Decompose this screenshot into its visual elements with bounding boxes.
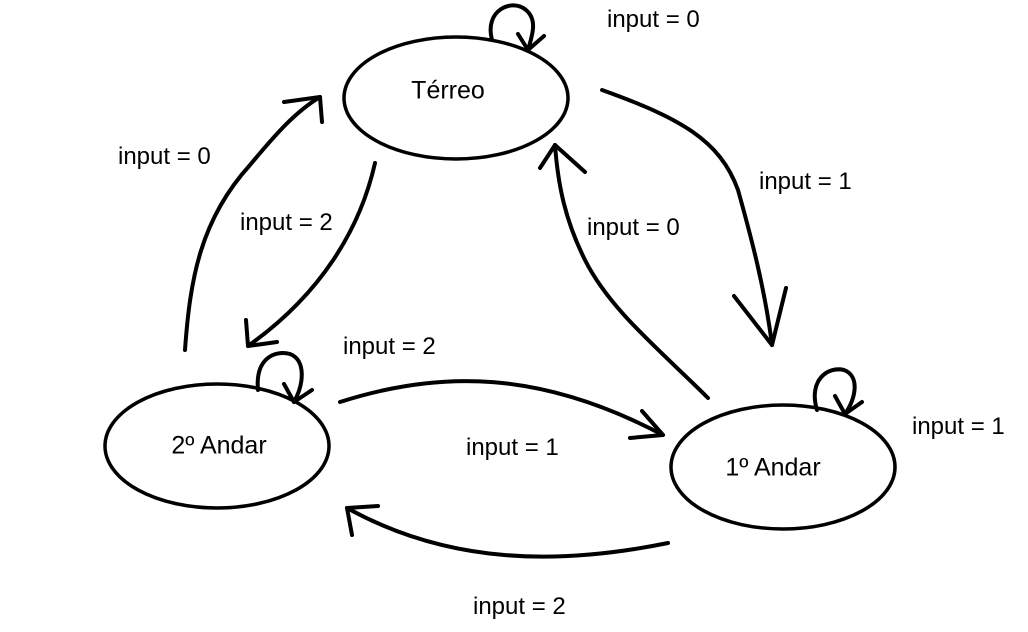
state-primeiro-andar: 1º Andar xyxy=(669,403,897,531)
transition-primeiro-to-terreo-label: input = 0 xyxy=(587,214,680,241)
transition-segundo-self-label: input = 2 xyxy=(343,333,436,360)
transition-terreo-to-primeiro xyxy=(600,88,788,347)
state-segundo-andar: 2º Andar xyxy=(103,382,331,510)
transition-primeiro-self-label: input = 1 xyxy=(912,413,1005,440)
transition-segundo-to-terreo xyxy=(183,95,324,352)
transition-terreo-to-primeiro-label: input = 1 xyxy=(759,168,852,195)
transition-primeiro-to-segundo-label: input = 2 xyxy=(473,593,566,620)
transition-primeiro-to-segundo xyxy=(345,504,670,559)
state-segundo-andar-label: 2º Andar xyxy=(171,432,266,460)
transition-segundo-to-terreo-label: input = 0 xyxy=(118,143,211,170)
transition-segundo-self xyxy=(255,351,314,404)
transition-terreo-self-label: input = 0 xyxy=(607,6,700,33)
transition-terreo-to-segundo xyxy=(244,161,377,348)
transition-segundo-to-primeiro-label: input = 1 xyxy=(466,434,559,461)
state-primeiro-andar-label: 1º Andar xyxy=(725,454,820,482)
transition-terreo-self xyxy=(488,3,546,52)
state-terreo-label: Térreo xyxy=(411,77,485,105)
transition-segundo-to-primeiro xyxy=(338,379,665,440)
state-terreo: Térreo xyxy=(342,35,570,161)
transition-primeiro-to-terreo xyxy=(538,143,710,400)
transition-terreo-to-segundo-label: input = 2 xyxy=(240,209,333,236)
transition-primeiro-self xyxy=(812,367,864,416)
